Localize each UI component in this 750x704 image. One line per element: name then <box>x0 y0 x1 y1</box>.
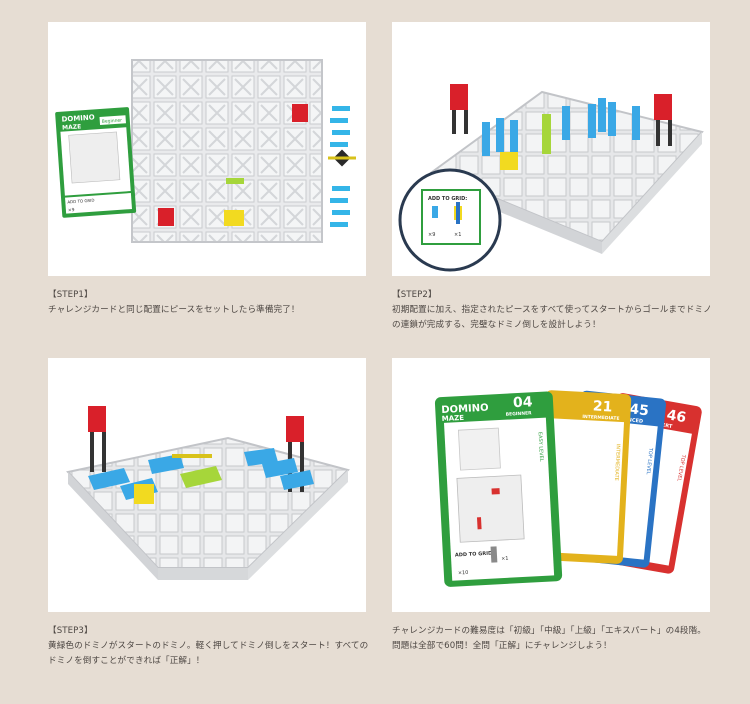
step1-illustration: DOMINO MAZE Beginner ADD TO GRID ×9 <box>55 59 356 243</box>
card-advanced-number: 45 <box>629 401 650 419</box>
inset-count-b: ×1 <box>454 232 461 238</box>
step3-label: 【STEP3】 <box>48 626 93 636</box>
panel-step2: ADD TO GRID: ×9 ×1 【STEP2】 初期配置に加え、指定された… <box>392 22 712 342</box>
card-badge: Beginner <box>102 117 123 124</box>
card-beginner-count-a: ×1 <box>501 556 509 562</box>
step2-illustration: ADD TO GRID: ×9 ×1 <box>398 84 704 272</box>
panel-cards: 46 EXPERT TOP LEVEL 45 ADVANCED TOP LEVE… <box>392 358 710 688</box>
card-expert-side: TOP LEVEL <box>676 453 687 482</box>
card-beginner-title-2: MAZE <box>442 414 465 423</box>
panel-step1: DOMINO MAZE Beginner ADD TO GRID ×9 【STE… <box>48 22 366 342</box>
card-expert-number: 46 <box>665 407 687 426</box>
step1-label: 【STEP1】 <box>48 290 93 300</box>
card-footer: ADD TO GRID <box>67 198 94 205</box>
card-intermediate-level: INTERMEDIATE <box>582 414 620 422</box>
card-title-2: MAZE <box>62 123 82 131</box>
step3-caption: 【STEP3】 黄緑色のドミノがスタートのドミノ。軽く押してドミノ倒しをスタート… <box>48 624 370 669</box>
inset-count-a: ×9 <box>428 232 435 238</box>
step3-text: 黄緑色のドミノがスタートのドミノ。軽く押してドミノ倒しをスタート！すべてのドミノ… <box>48 641 369 666</box>
step2-photo: ADD TO GRID: ×9 ×1 <box>392 22 710 276</box>
cards-illustration: 46 EXPERT TOP LEVEL 45 ADVANCED TOP LEVE… <box>434 390 702 587</box>
red-goal-piece <box>292 104 308 122</box>
card-intermediate-number: 21 <box>592 398 612 415</box>
card-beginner-level: BEGINNER <box>505 410 532 417</box>
step2-caption: 【STEP2】 初期配置に加え、指定されたピースをすべて使ってスタートからゴール… <box>392 288 714 333</box>
step2-label: 【STEP2】 <box>392 290 437 300</box>
panel-step3: 【STEP3】 黄緑色のドミノがスタートのドミノ。軽く押してドミノ倒しをスタート… <box>48 358 368 688</box>
cards-text: チャレンジカードの難易度は「初級」「中級」「上級」「エキスパート」の4段階。問題… <box>392 626 706 651</box>
card-advanced-side: TOP LEVEL <box>645 446 654 475</box>
step2-text: 初期配置に加え、指定されたピースをすべて使ってスタートからゴールまでドミノの連鎖… <box>392 305 712 330</box>
card-intermediate-side: INTERMEDIATE <box>613 444 621 481</box>
red-start-piece <box>158 208 174 226</box>
card-beginner-count-b: ×10 <box>458 570 469 577</box>
step3-photo <box>48 358 366 612</box>
card-beginner-footer: ADD TO GRID: <box>455 550 495 558</box>
cards-caption: チャレンジカードの難易度は「初級」「中級」「上級」「エキスパート」の4段階。問題… <box>392 624 714 654</box>
inset-label: ADD TO GRID: <box>428 196 467 202</box>
card-beginner-side: EASY LEVEL <box>537 432 545 462</box>
step1-photo: DOMINO MAZE Beginner ADD TO GRID ×9 <box>48 22 366 276</box>
card-title-1: DOMINO <box>61 113 95 123</box>
step1-caption: 【STEP1】 チャレンジカードと同じ配置にピースをセットしたら準備完了！ <box>48 288 366 318</box>
step1-text: チャレンジカードと同じ配置にピースをセットしたら準備完了！ <box>48 305 300 315</box>
cards-photo: 46 EXPERT TOP LEVEL 45 ADVANCED TOP LEVE… <box>392 358 710 612</box>
step3-illustration <box>66 406 350 580</box>
card-beginner-title-1: DOMINO <box>441 403 489 416</box>
card-beginner-number: 04 <box>513 394 534 411</box>
card-count: ×9 <box>68 207 75 213</box>
